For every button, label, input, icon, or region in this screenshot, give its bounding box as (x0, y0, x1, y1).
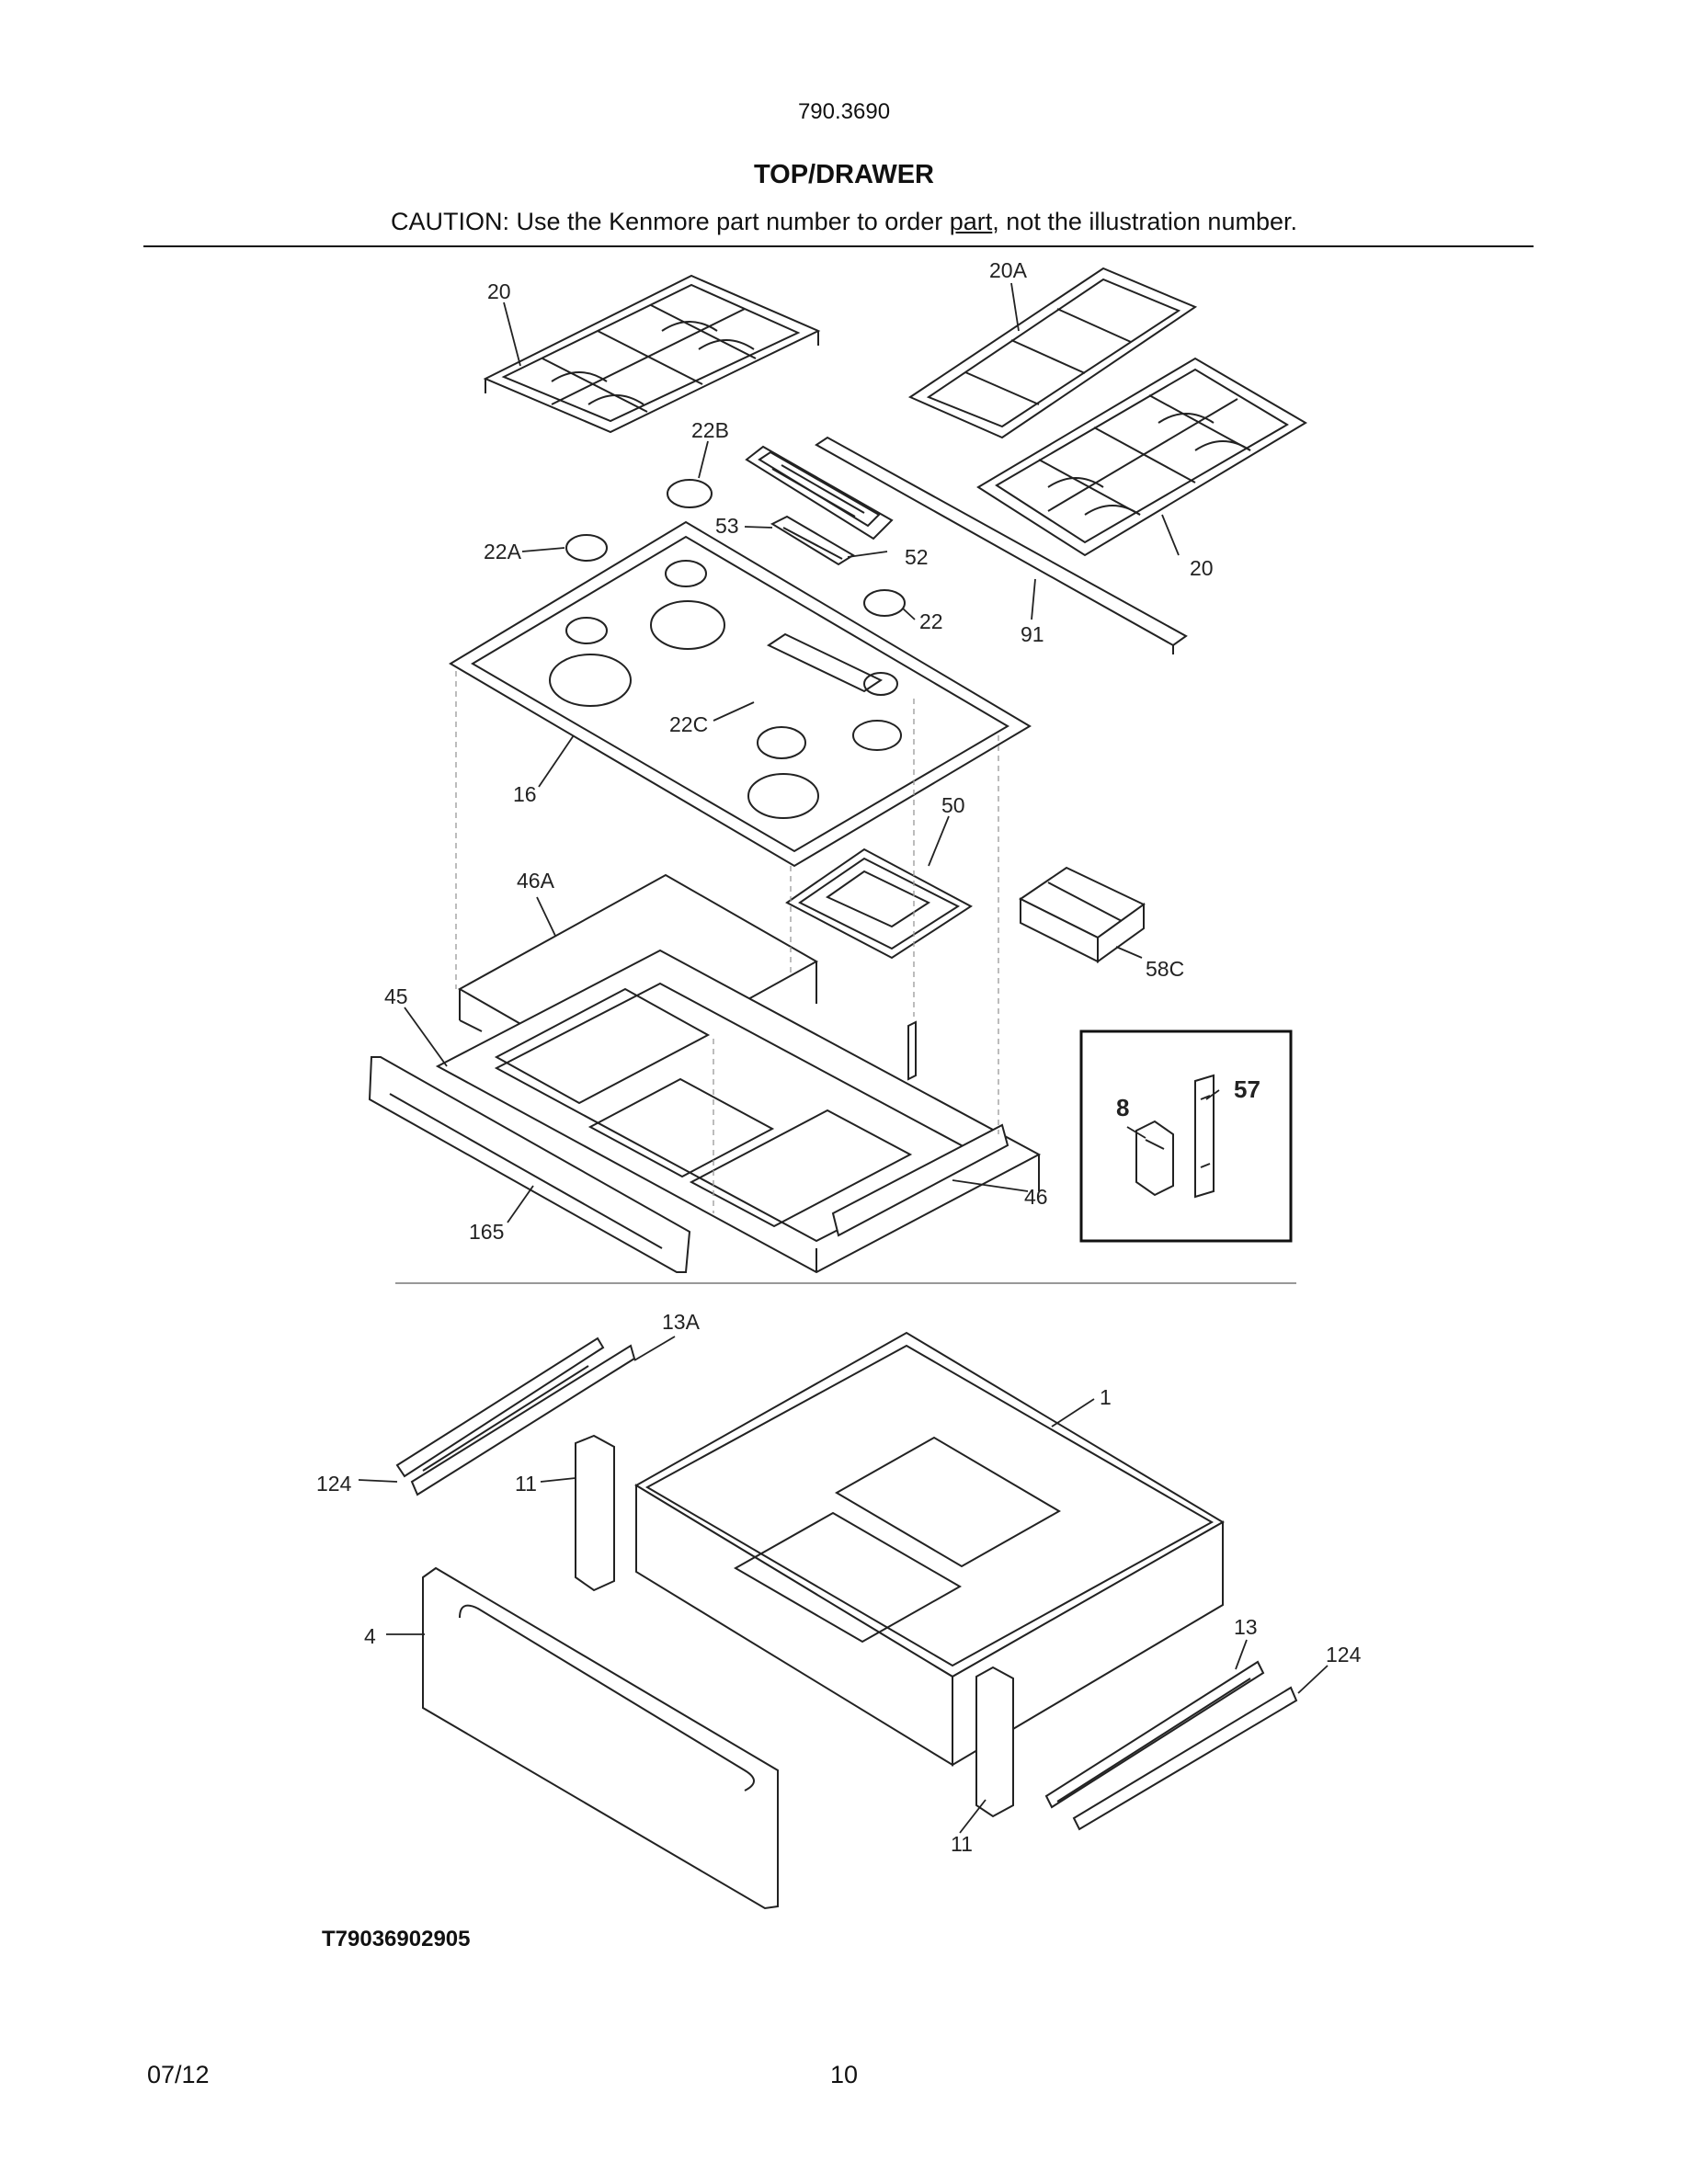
burner-base (785, 847, 973, 960)
inset-box (1079, 1029, 1293, 1243)
callout-52: 52 (905, 545, 929, 569)
callout-16: 16 (513, 782, 537, 806)
page-number: 10 (829, 2061, 859, 2088)
callout-165: 165 (469, 1220, 504, 1244)
caution-underlined-word: part (949, 208, 993, 235)
header-rule (143, 245, 1534, 247)
callout-22: 22 (919, 609, 943, 633)
page-title: TOP/DRAWER (753, 160, 935, 189)
callout-20A: 20A (989, 258, 1028, 282)
callout-91: 91 (1021, 622, 1044, 646)
vent-grille (770, 515, 855, 566)
callout-8: 8 (1116, 1094, 1129, 1121)
front-bracket (368, 1056, 691, 1273)
rear-trim (815, 436, 1188, 654)
callout-50: 50 (941, 793, 965, 817)
callout-22B: 22B (691, 418, 729, 442)
grate-center (907, 267, 1198, 439)
callout-13: 13 (1234, 1615, 1258, 1639)
side-frame-right (831, 1020, 1009, 1237)
drawer-bracket-right (975, 1666, 1014, 1818)
grate-left (483, 274, 821, 434)
callout-4: 4 (364, 1624, 376, 1648)
callout-13A: 13A (662, 1310, 701, 1334)
drawer-bracket-left (575, 1434, 615, 1592)
callout-22C: 22C (669, 712, 708, 736)
drawer-front (422, 1566, 779, 1910)
callout-11-left: 11 (515, 1472, 537, 1496)
callout-124-right: 124 (1326, 1643, 1362, 1666)
callout-22A: 22A (484, 540, 522, 563)
caution-suffix: , not the illustration number. (992, 208, 1297, 235)
callout-57: 57 (1234, 1075, 1260, 1103)
burner-cap-22B (667, 479, 713, 508)
main-top (449, 520, 1032, 868)
switch-bracket (1194, 1074, 1215, 1199)
caution-prefix: CAUTION: Use the Kenmore part number to … (391, 208, 950, 235)
parts-box (1019, 866, 1146, 963)
drawer-rail-right (1044, 1660, 1298, 1831)
callout-20-right: 20 (1190, 556, 1214, 580)
caution-note: CAUTION: Use the Kenmore part number to … (0, 208, 1688, 236)
footer-date: 07/12 (147, 2061, 210, 2088)
callout-11-bottom: 11 (951, 1832, 973, 1856)
callout-1: 1 (1100, 1385, 1112, 1409)
callout-58C: 58C (1146, 957, 1184, 981)
callout-20-left: 20 (487, 279, 511, 303)
igniter-switch (1135, 1120, 1174, 1197)
drawing-code: T79036902905 (322, 1927, 471, 1951)
callout-124-left: 124 (316, 1472, 352, 1496)
burner-cap-22 (863, 589, 906, 617)
vent-trim (745, 445, 894, 540)
callout-45: 45 (384, 984, 408, 1008)
callout-46: 46 (1024, 1185, 1048, 1209)
drawer-body (634, 1331, 1225, 1767)
grate-right (976, 357, 1307, 557)
drawer-rail-left (395, 1337, 636, 1496)
burner-cap-22A (565, 534, 608, 562)
callout-46A: 46A (517, 869, 555, 893)
model-number: 790.3690 (797, 99, 891, 124)
callout-53: 53 (715, 514, 739, 538)
